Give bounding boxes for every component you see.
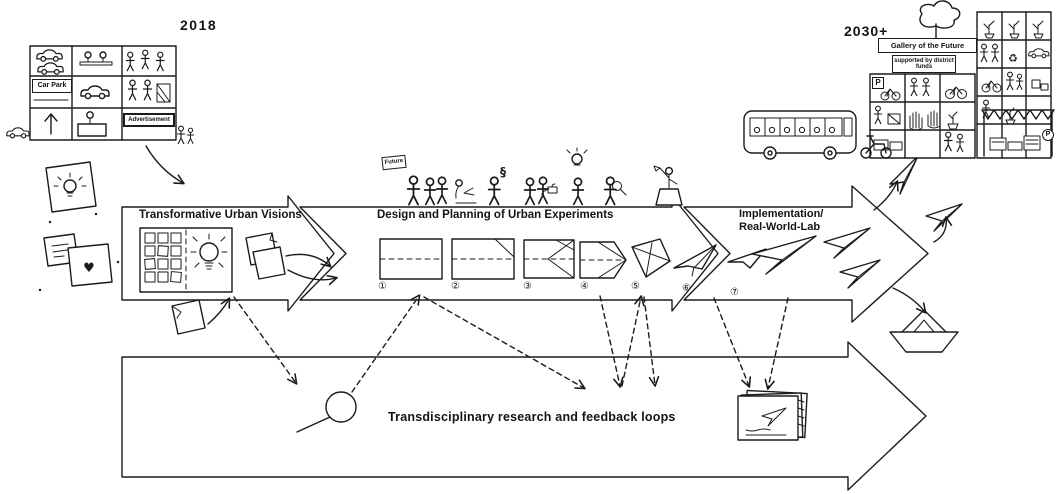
research-arrow-band <box>121 341 927 491</box>
bus-illustration <box>743 110 857 160</box>
future-protest-sign: Future <box>381 154 407 171</box>
paragraph-icon: § <box>500 165 506 179</box>
step-number-5: ⑤ <box>631 281 640 292</box>
dropped-note <box>171 297 231 335</box>
phase3-arrow-band <box>683 185 929 323</box>
paper-boat <box>889 309 959 353</box>
parking-sign-circle: P <box>1042 129 1054 141</box>
year-end-label: 2030+ <box>844 23 889 39</box>
raised-hands-icon <box>909 110 941 131</box>
figure-with-magnifier <box>603 176 627 206</box>
phase1-label: Transformative Urban Visions <box>139 209 302 221</box>
paper-planes <box>751 155 963 314</box>
report-stack <box>737 389 808 441</box>
figure-with-lightbulb <box>566 147 588 206</box>
step-number-2: ② <box>451 281 460 292</box>
magnifier-icon <box>296 391 357 433</box>
recycle-icon: ♻ <box>1008 52 1018 65</box>
carpark-to-arrow-connector <box>145 145 185 185</box>
tree-icon <box>919 0 961 29</box>
district-funds-note: supported by district funds <box>892 55 956 73</box>
step-number-6: ⑥ <box>682 283 691 294</box>
gallery-of-the-future-sign: Gallery of the Future <box>878 38 977 53</box>
phase3-label-line2: Real-World-Lab <box>739 221 821 233</box>
phase3-label: Implementation/ Real-World-Lab <box>739 208 823 234</box>
vision-board <box>139 227 233 293</box>
car-park-sign: Car Park <box>32 79 72 93</box>
figure-with-laptop <box>455 179 477 204</box>
parking-sign: P <box>872 77 884 89</box>
heart-icon: ♥ <box>83 261 95 276</box>
stakeholder-figures: § <box>406 147 683 206</box>
step-number-4: ④ <box>580 281 589 292</box>
folding-steps <box>379 238 767 280</box>
step-number-1: ① <box>378 281 387 292</box>
watering-can-icon <box>541 183 558 198</box>
phase3-label-line1: Implementation/ <box>739 208 824 220</box>
speaker-at-podium <box>653 165 683 206</box>
lightbulb-icon <box>199 242 219 262</box>
car-park-illustration <box>6 45 195 145</box>
year-start-label: 2018 <box>180 17 218 33</box>
scooter-icon <box>860 135 892 159</box>
flying-notes <box>245 232 338 286</box>
feedback-links <box>233 294 789 393</box>
phase2-label: Design and Planning of Urban Experiments <box>377 209 614 221</box>
idea-notes: ♥ <box>38 161 120 292</box>
future-district-illustration: ♻ <box>860 0 1055 159</box>
step-number-7: ⑦ <box>730 287 739 298</box>
advertisement-banner: Advertisement <box>123 113 175 127</box>
step-number-3: ③ <box>523 281 532 292</box>
research-arrow-label: Transdisciplinary research and feedback … <box>388 410 676 424</box>
